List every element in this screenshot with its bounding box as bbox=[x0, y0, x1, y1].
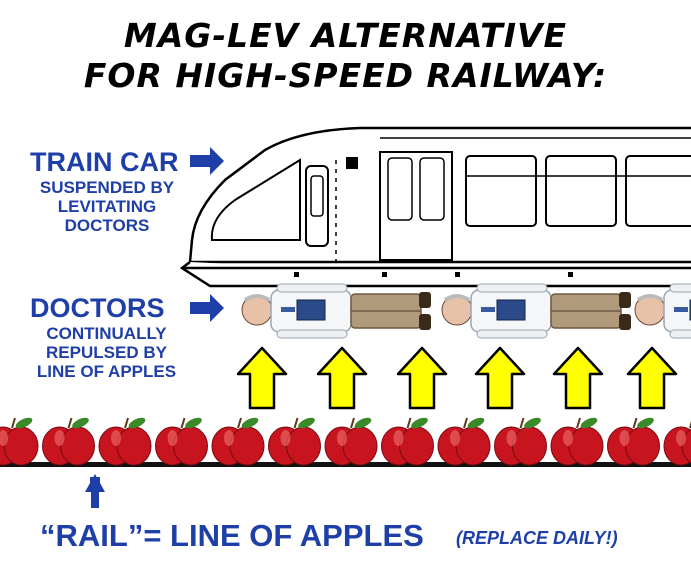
apple-icon bbox=[494, 417, 547, 466]
doctor-figure bbox=[634, 283, 691, 339]
train-car-desc-line: LEVITATING bbox=[57, 197, 157, 216]
up-arrow-icon bbox=[236, 346, 288, 410]
doctor-figure bbox=[241, 283, 431, 339]
train-car-desc-line: SUSPENDED BY bbox=[39, 178, 175, 197]
apple-icon bbox=[324, 417, 378, 466]
apple-icon bbox=[607, 417, 660, 466]
train-car bbox=[179, 126, 691, 288]
train-car-description: SUSPENDED BY LEVITATING DOCTORS bbox=[22, 178, 192, 235]
replace-daily-note: (REPLACE DAILY!) bbox=[456, 528, 618, 548]
rail-caption: “RAIL”= LINE OF APPLES bbox=[40, 518, 424, 553]
right-arrow-icon bbox=[190, 294, 224, 322]
doctors-desc-line: REPULSED BY bbox=[46, 343, 167, 362]
apple-icon bbox=[155, 417, 208, 466]
apple-row bbox=[0, 417, 691, 466]
train-car-label: TRAIN CAR bbox=[30, 147, 179, 177]
up-arrow-icon bbox=[552, 346, 604, 410]
doctors-label: DOCTORS bbox=[30, 293, 165, 323]
doctors-desc-line: CONTINUALLY bbox=[46, 324, 167, 343]
right-arrow-icon bbox=[190, 147, 224, 175]
doctors-description: CONTINUALLY REPULSED BY LINE OF APPLES bbox=[14, 324, 199, 381]
apple-icon bbox=[437, 417, 491, 466]
apple-icon bbox=[211, 417, 265, 466]
repulsion-arrows bbox=[236, 346, 678, 410]
apple-icon bbox=[381, 417, 434, 466]
apple-icon bbox=[42, 417, 95, 466]
apple-icon bbox=[268, 417, 321, 466]
title-line-2: FOR HIGH-SPEED RAILWAY: bbox=[83, 56, 608, 95]
up-arrow-icon bbox=[316, 346, 368, 410]
title-line-1: MAG-LEV ALTERNATIVE bbox=[123, 16, 568, 55]
apple-icon bbox=[550, 417, 604, 466]
apple-icon bbox=[0, 417, 39, 466]
doctor-row bbox=[241, 283, 691, 339]
apple-icon bbox=[663, 421, 691, 466]
train-car-desc-line: DOCTORS bbox=[64, 216, 150, 235]
doctors-desc-line: LINE OF APPLES bbox=[36, 362, 177, 381]
doctor-figure bbox=[441, 283, 631, 339]
up-arrow-icon bbox=[626, 346, 678, 410]
apple-icon bbox=[98, 417, 152, 466]
up-arrow-icon bbox=[474, 346, 526, 410]
comic-title: MAG-LEV ALTERNATIVE FOR HIGH-SPEED RAILW… bbox=[0, 16, 691, 96]
up-arrow-icon bbox=[85, 474, 105, 508]
up-arrow-icon bbox=[396, 346, 448, 410]
